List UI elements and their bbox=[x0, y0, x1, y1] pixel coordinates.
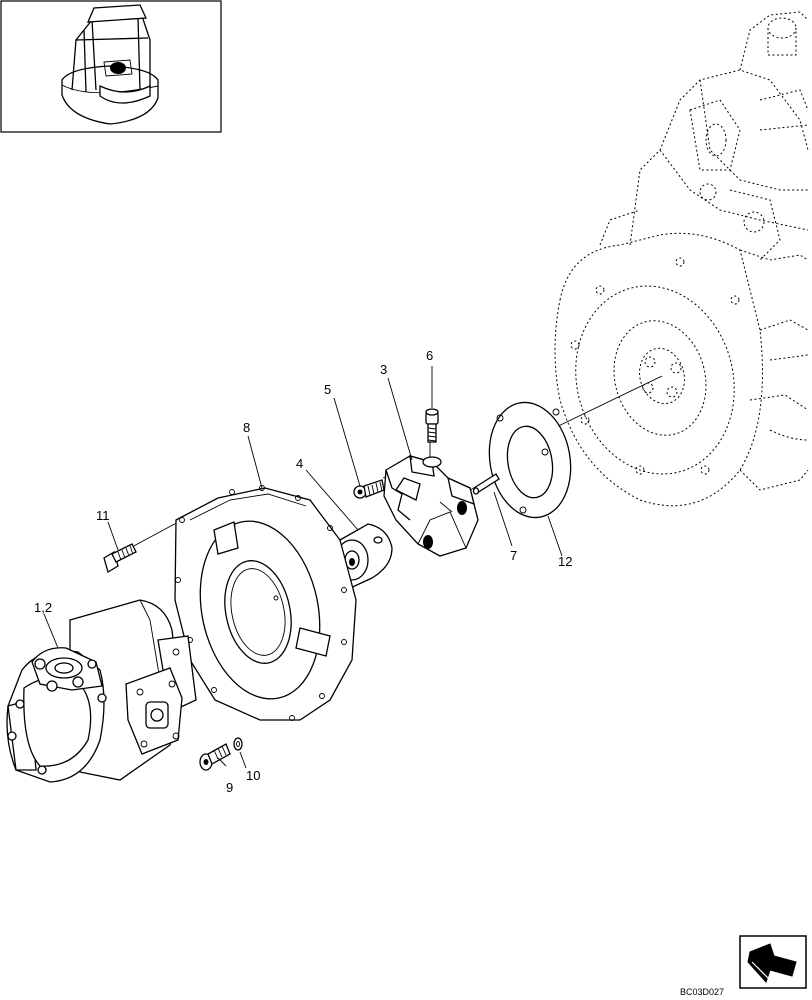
engine-outline bbox=[554, 11, 809, 507]
callout-4: 4 bbox=[296, 456, 303, 471]
callout-3: 3 bbox=[380, 362, 387, 377]
next-page-arrow-icon[interactable] bbox=[739, 935, 807, 989]
coupling-hub bbox=[335, 523, 393, 591]
cap-screw-vertical bbox=[425, 408, 439, 443]
leader-lines bbox=[43, 366, 563, 769]
callout-11: 11 bbox=[96, 508, 110, 523]
callout-8: 8 bbox=[243, 420, 250, 435]
flexible-coupling bbox=[383, 455, 479, 557]
callout-labels: 1,2 3 4 5 6 7 8 9 10 11 12 bbox=[34, 348, 572, 795]
drawing-code: BC03D027 bbox=[680, 987, 724, 997]
callout-1-2: 1,2 bbox=[34, 600, 52, 615]
callout-6: 6 bbox=[426, 348, 433, 363]
set-screw bbox=[353, 479, 385, 499]
callout-12: 12 bbox=[558, 554, 572, 569]
cap-screw-11 bbox=[103, 543, 137, 573]
callout-7: 7 bbox=[510, 548, 517, 563]
callout-10: 10 bbox=[246, 768, 260, 783]
bolt-and-washer bbox=[199, 737, 243, 771]
pump-bell-housing bbox=[174, 485, 357, 721]
spring-pin bbox=[472, 473, 500, 495]
hydraulic-gear-pump bbox=[6, 599, 197, 783]
callout-5: 5 bbox=[324, 382, 331, 397]
callout-9: 9 bbox=[226, 780, 233, 795]
adapter-plate bbox=[488, 401, 572, 519]
machine-location-inset-icon bbox=[0, 0, 222, 133]
